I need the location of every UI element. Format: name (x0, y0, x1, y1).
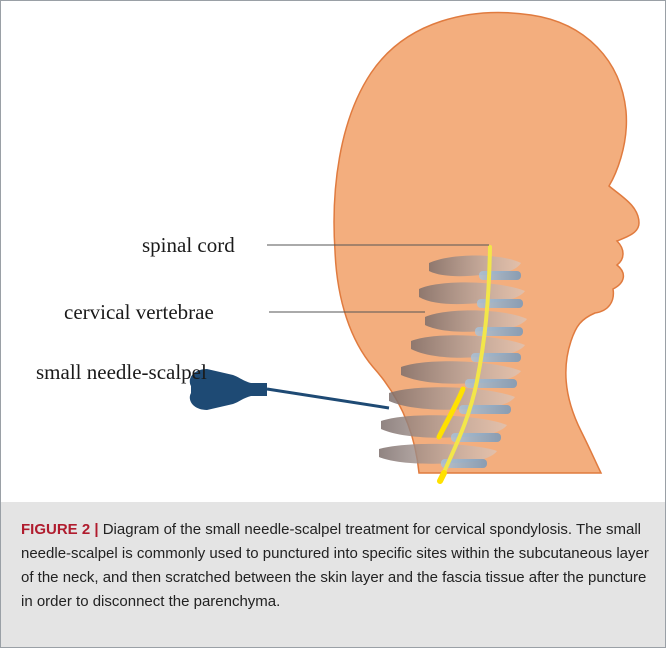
figure-label: FIGURE 2 | (21, 521, 99, 538)
cervical-vertebrae-label: cervical vertebrae (64, 300, 214, 325)
diagram-area: spinal cord cervical vertebrae small nee… (1, 1, 665, 501)
caption-text: Diagram of the small needle-scalpel trea… (21, 521, 649, 610)
needle-shaft (267, 389, 389, 408)
spinal-cord-label: spinal cord (142, 233, 235, 258)
small-needle-scalpel-label: small needle-scalpel (36, 360, 207, 385)
needle-scalpel (190, 369, 389, 410)
head-neck-diagram (1, 1, 665, 501)
figure-caption: FIGURE 2 | Diagram of the small needle-s… (21, 518, 651, 614)
